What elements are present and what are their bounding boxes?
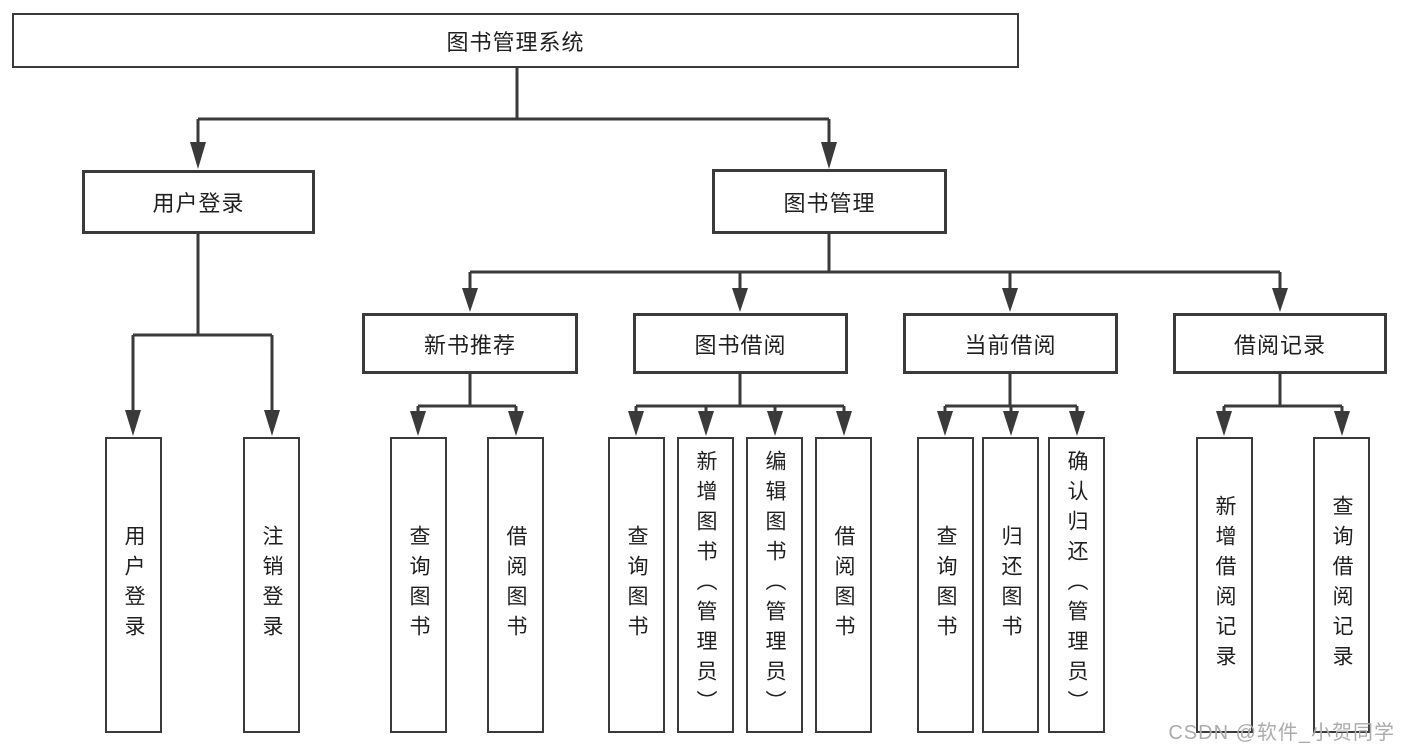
node-borrowing-records: 借阅记录 — [1173, 313, 1387, 374]
connector-new-book-branch — [410, 374, 524, 436]
leaf-newbook-borrow-books: 借阅图书 — [487, 437, 544, 733]
connector-current-borrow-branch — [937, 374, 1085, 436]
connector-root-to-level2 — [190, 68, 837, 169]
node-book-management: 图书管理 — [712, 169, 947, 234]
leaf-confirm-return-admin: 确认归还（管理员） — [1048, 437, 1105, 733]
node-user-login: 用户登录 — [82, 170, 315, 234]
node-book-borrowing: 图书借阅 — [633, 313, 848, 374]
leaf-borrow-books: 借阅图书 — [815, 437, 872, 733]
leaf-user-login: 用户登录 — [105, 437, 162, 733]
leaf-add-borrow-record: 新增借阅记录 — [1196, 437, 1253, 733]
leaf-logout: 注销登录 — [243, 437, 300, 733]
leaf-current-query-books: 查询图书 — [917, 437, 974, 733]
leaf-add-books-admin: 新增图书（管理员） — [677, 437, 734, 733]
leaf-newbook-query-books: 查询图书 — [390, 437, 447, 733]
leaf-return-books: 归还图书 — [982, 437, 1039, 733]
csdn-watermark: CSDN @软件_小贺同学 — [1168, 722, 1395, 744]
leaf-edit-books-admin: 编辑图书（管理员） — [746, 437, 803, 733]
node-new-book-recommend: 新书推荐 — [362, 313, 578, 374]
connector-borrow-record-branch — [1216, 374, 1350, 436]
connector-book-borrow-branch — [628, 374, 852, 436]
connector-user-login-branch — [125, 234, 280, 436]
leaf-query-borrow-record: 查询借阅记录 — [1313, 437, 1370, 733]
connector-book-management-branch — [462, 234, 1288, 312]
node-library-management-system: 图书管理系统 — [12, 13, 1019, 68]
leaf-borrow-query-books: 查询图书 — [608, 437, 665, 733]
node-current-borrowing: 当前借阅 — [903, 313, 1118, 374]
